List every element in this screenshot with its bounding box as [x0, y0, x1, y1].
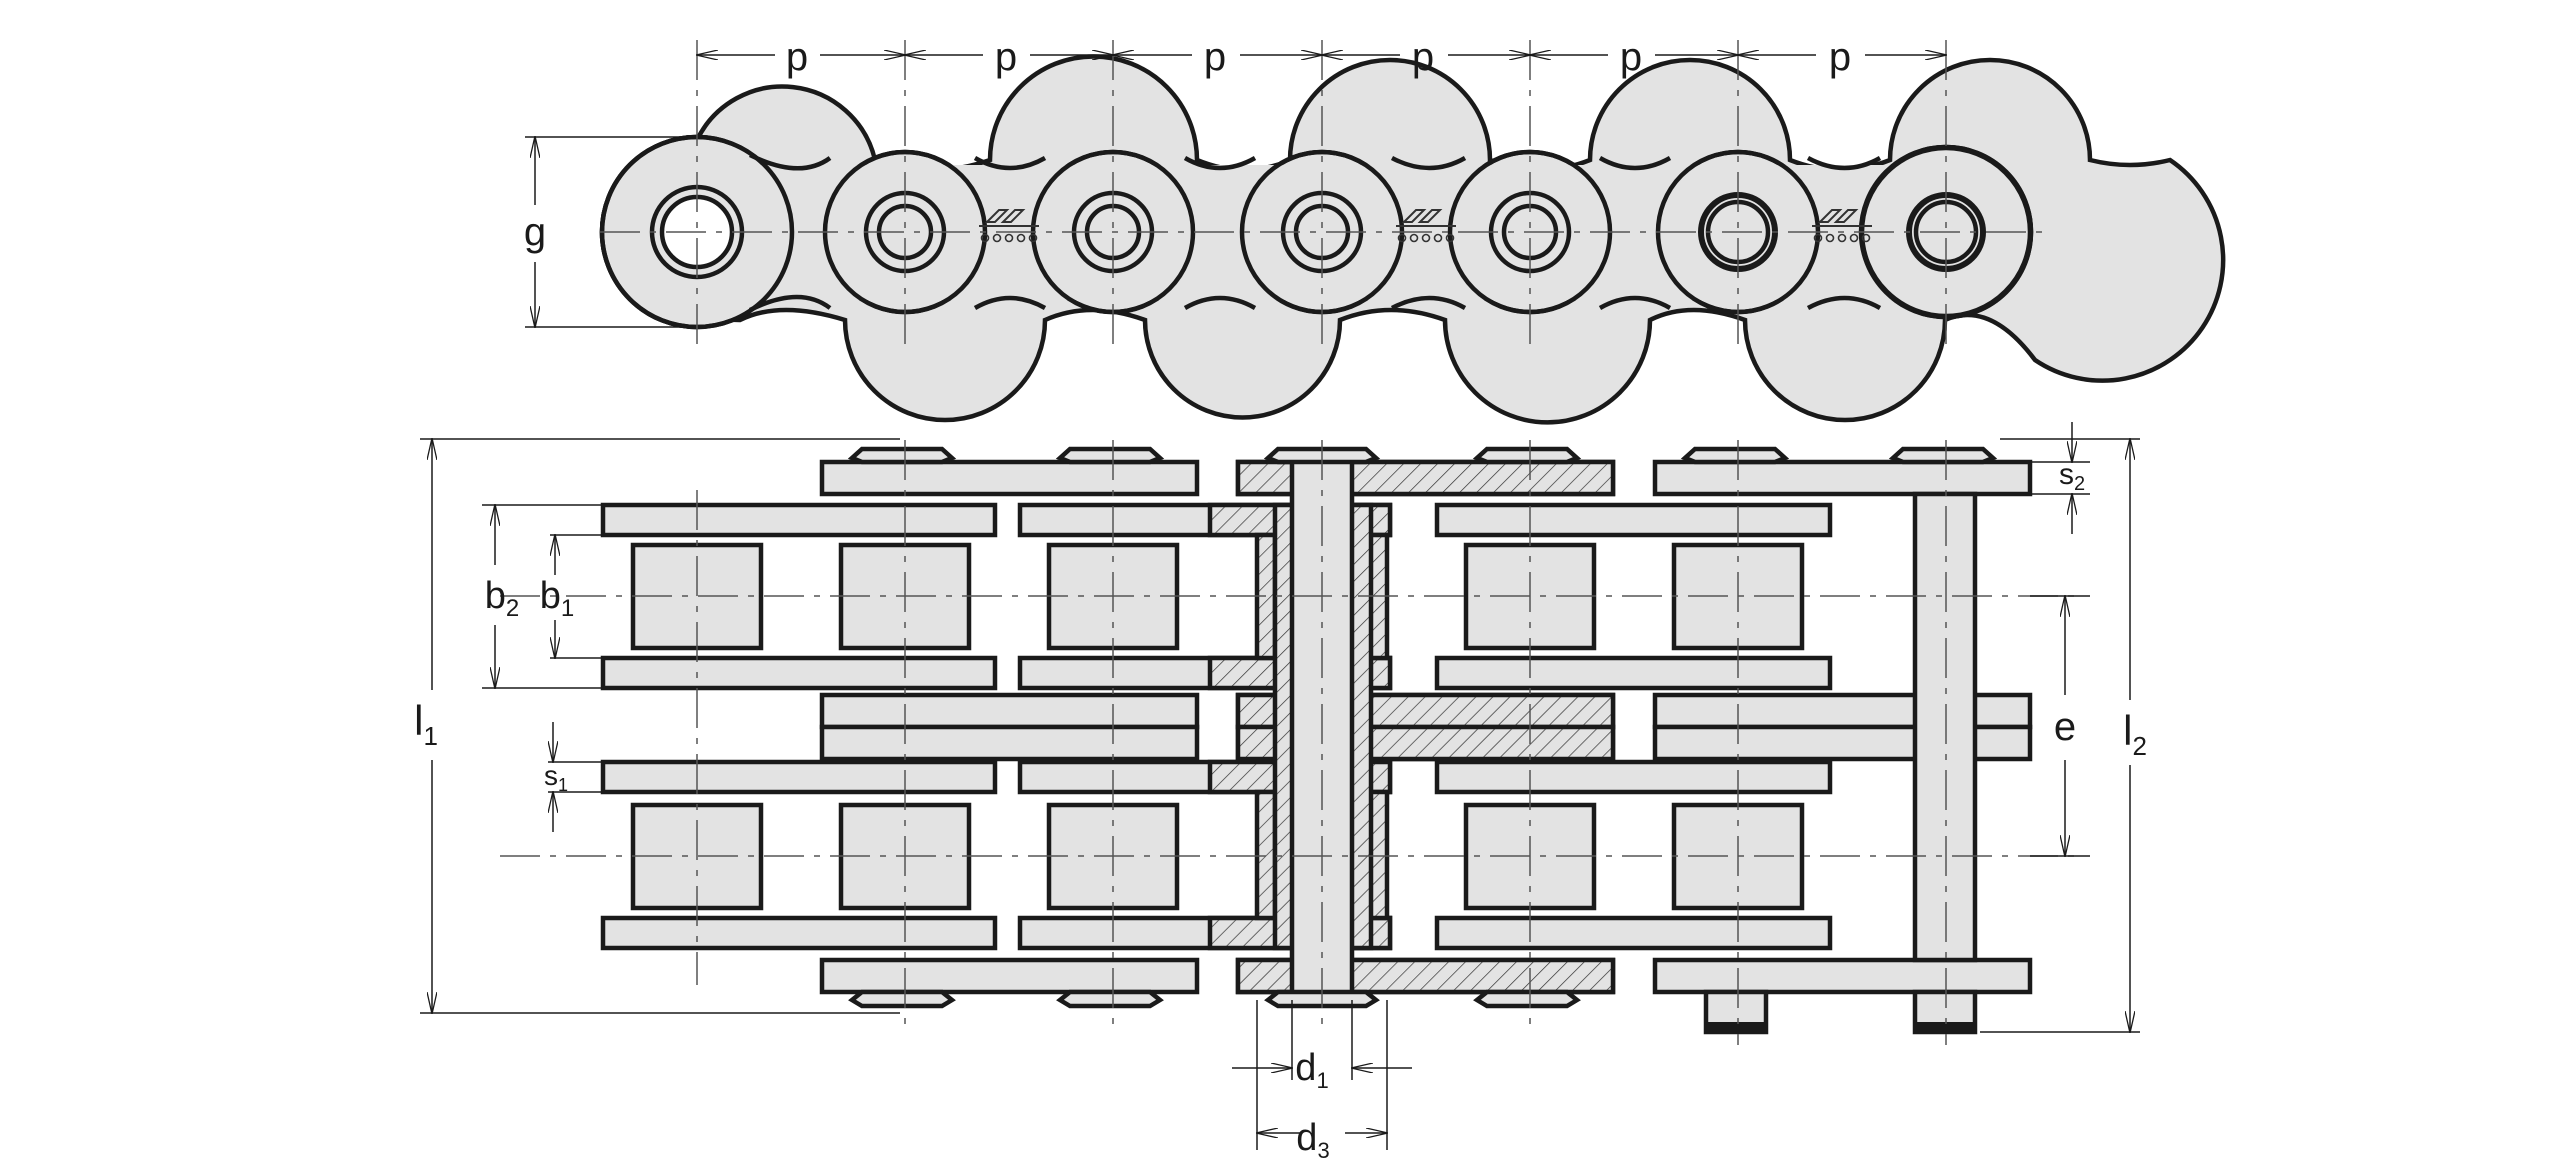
overall-length-1-dimension: l1 — [414, 439, 900, 1013]
pin-diameter-label: d1 — [1295, 1047, 1328, 1093]
outer-plate-thickness-label: s2 — [2059, 458, 2085, 495]
pitch-label: p — [995, 35, 1017, 79]
pins — [847, 446, 1998, 1035]
bushing-diameter-label: d3 — [1296, 1117, 1329, 1163]
outer-plate-thickness-dimension: s2 — [2030, 422, 2090, 534]
outer-width-label: b2 — [485, 575, 520, 622]
pitch-label: p — [1829, 35, 1851, 79]
plate-height-dimension: g — [524, 137, 690, 327]
overall-length-2-dimension: l2 — [1980, 439, 2147, 1032]
inner-plates — [600, 502, 1833, 951]
outer-width-dimension: b2 — [482, 505, 603, 688]
bushing-diameter-dimension: d3 — [1257, 1000, 1387, 1163]
strand-spacing-dimension: e — [2030, 596, 2090, 856]
inner-width-dimension: b1 — [540, 535, 633, 658]
pitch-label: p — [1412, 35, 1434, 79]
pin-diameter-dimension: d1 — [1232, 1000, 1412, 1093]
pitch-dimension: p p p p p p — [697, 35, 1946, 79]
overall-length-1-label: l1 — [414, 697, 438, 751]
inner-width-label: b1 — [540, 575, 575, 622]
sectioned-pin — [1207, 457, 1616, 998]
chain-plan-view: l1 b2 b1 s1 — [414, 422, 2147, 1163]
inner-plate-thickness-label: s1 — [544, 760, 568, 795]
inner-plate-thickness-dimension: s1 — [544, 722, 603, 832]
chain-side-view: p p p p p p g — [524, 35, 2226, 425]
pitch-label: p — [1620, 35, 1642, 79]
pitch-label: p — [1204, 35, 1226, 79]
plate-height-label: g — [524, 210, 546, 254]
strand-spacing-label: e — [2054, 705, 2076, 749]
overall-length-2-label: l2 — [2123, 707, 2147, 761]
pitch-label: p — [786, 35, 808, 79]
